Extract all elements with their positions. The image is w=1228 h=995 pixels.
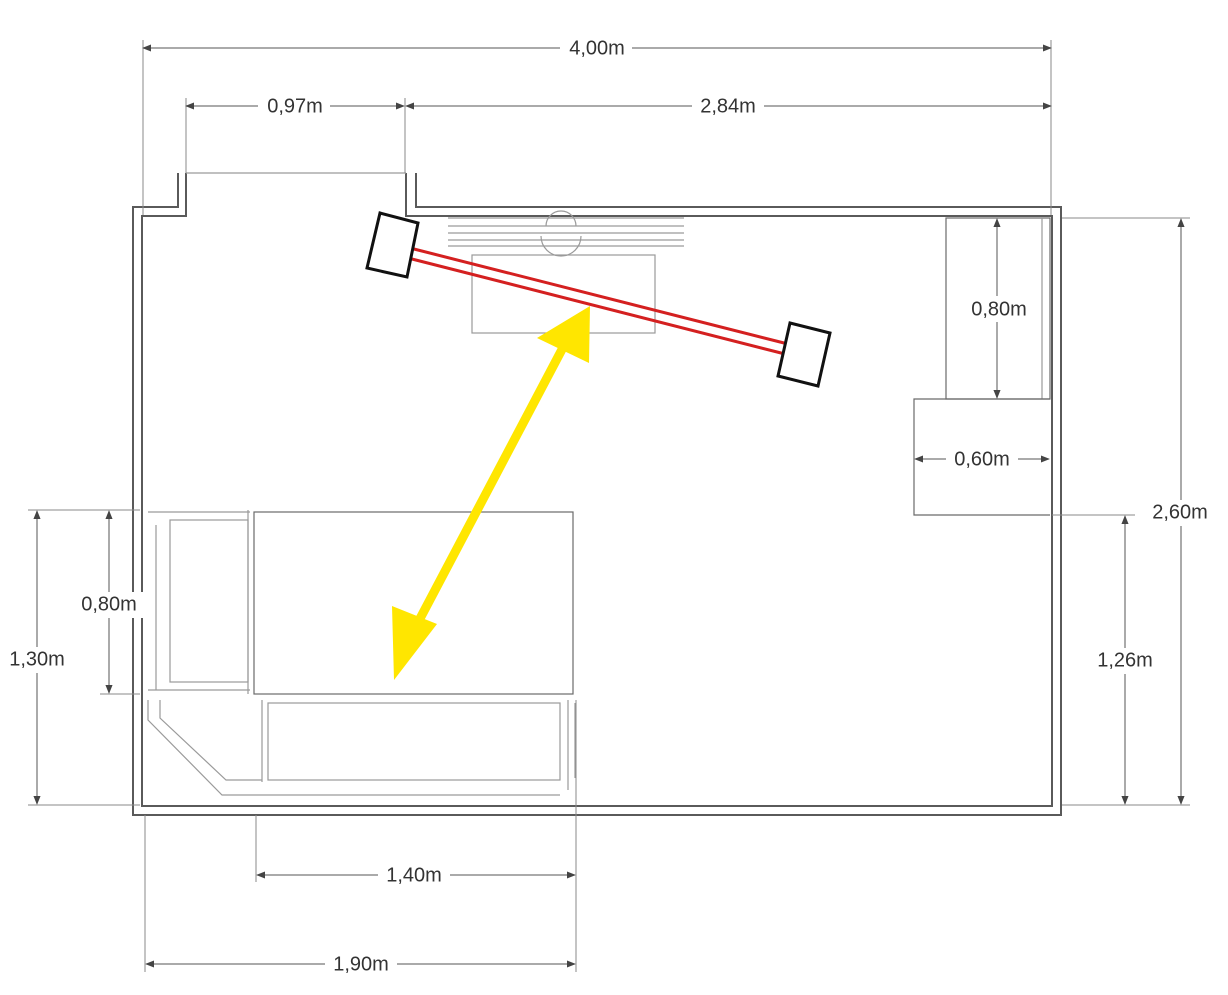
dim-label-sofa-depth: 0,80m — [81, 593, 137, 615]
dim-label-door-width: 0,97m — [267, 95, 323, 117]
right-desk — [913, 398, 1050, 516]
dimension-labels: 4,00m 0,97m 2,84m 0,80m 0,60m 2,60m 1,26… — [0, 36, 1216, 976]
viewing-arrow — [392, 306, 590, 680]
dim-label-sofa-width: 1,40m — [386, 864, 442, 886]
dim-label-cabinet-depth: 0,80m — [971, 298, 1027, 320]
dim-label-room-depth: 2,60m — [1152, 501, 1208, 523]
dim-label-desk-width: 0,60m — [954, 448, 1010, 470]
dim-label-sofa-total: 1,90m — [333, 953, 389, 975]
sofa — [147, 510, 576, 796]
dim-label-wall-right: 2,84m — [700, 95, 756, 117]
speaker-left — [365, 211, 420, 279]
dimension-lines — [33, 44, 1185, 968]
room-walls — [132, 172, 1062, 816]
extension-lines — [28, 40, 1190, 972]
dim-label-right-lower: 1,26m — [1097, 649, 1153, 671]
speaker-connection — [407, 246, 789, 356]
tv-unit — [448, 210, 684, 334]
speaker-right — [776, 321, 832, 388]
dim-label-room-width: 4,00m — [569, 37, 625, 59]
dim-label-sofa-side: 1,30m — [9, 648, 65, 670]
